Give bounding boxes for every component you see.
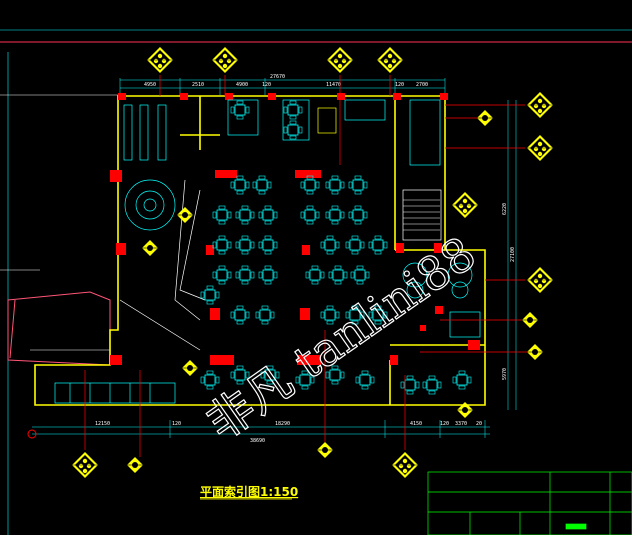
leader-lines [84, 75, 527, 457]
furniture-layout [54, 99, 481, 404]
structural-columns [110, 93, 480, 365]
dim-top-6: 120 [395, 82, 404, 88]
stair [403, 199, 440, 231]
watermark-text: 非凡 tanlini88 [197, 226, 486, 451]
dim-top-7: 2700 [416, 82, 428, 88]
left-annex [7, 291, 111, 366]
dimension-labels: 27670 4950 2510 4900 120 11470 120 2700 … [95, 74, 516, 444]
dim-bottom-2: 120 [172, 421, 181, 427]
dim-top-2: 2510 [192, 82, 204, 88]
dim-bottom-4: 4150 [410, 421, 422, 427]
dim-right-1: 6220 [502, 203, 508, 215]
dim-bottom-3: 18290 [275, 421, 290, 427]
dim-bottom-5: 120 [440, 421, 449, 427]
sheet-frame [0, 29, 632, 535]
dim-top-5: 11470 [326, 82, 341, 88]
dim-bottom-6: 3370 [455, 421, 467, 427]
grid-origin-marker [27, 429, 37, 439]
building-walls [34, 95, 486, 406]
dim-bottom-1: 12150 [95, 421, 110, 427]
dim-bottom-total: 38690 [250, 438, 265, 444]
title-block [427, 471, 632, 535]
dim-top-3: 4900 [236, 82, 248, 88]
dim-top-total: 27670 [270, 74, 285, 80]
index-markers [71, 46, 554, 479]
dim-right-2: 27100 [510, 247, 516, 262]
drawing-title: 平面索引图1:150 [200, 484, 298, 499]
dim-right-3: 5970 [502, 368, 508, 380]
dim-top-4: 120 [262, 82, 271, 88]
dimension-lines [32, 78, 517, 438]
dim-top-1: 4950 [144, 82, 156, 88]
dim-bottom-7: 20 [476, 421, 482, 427]
